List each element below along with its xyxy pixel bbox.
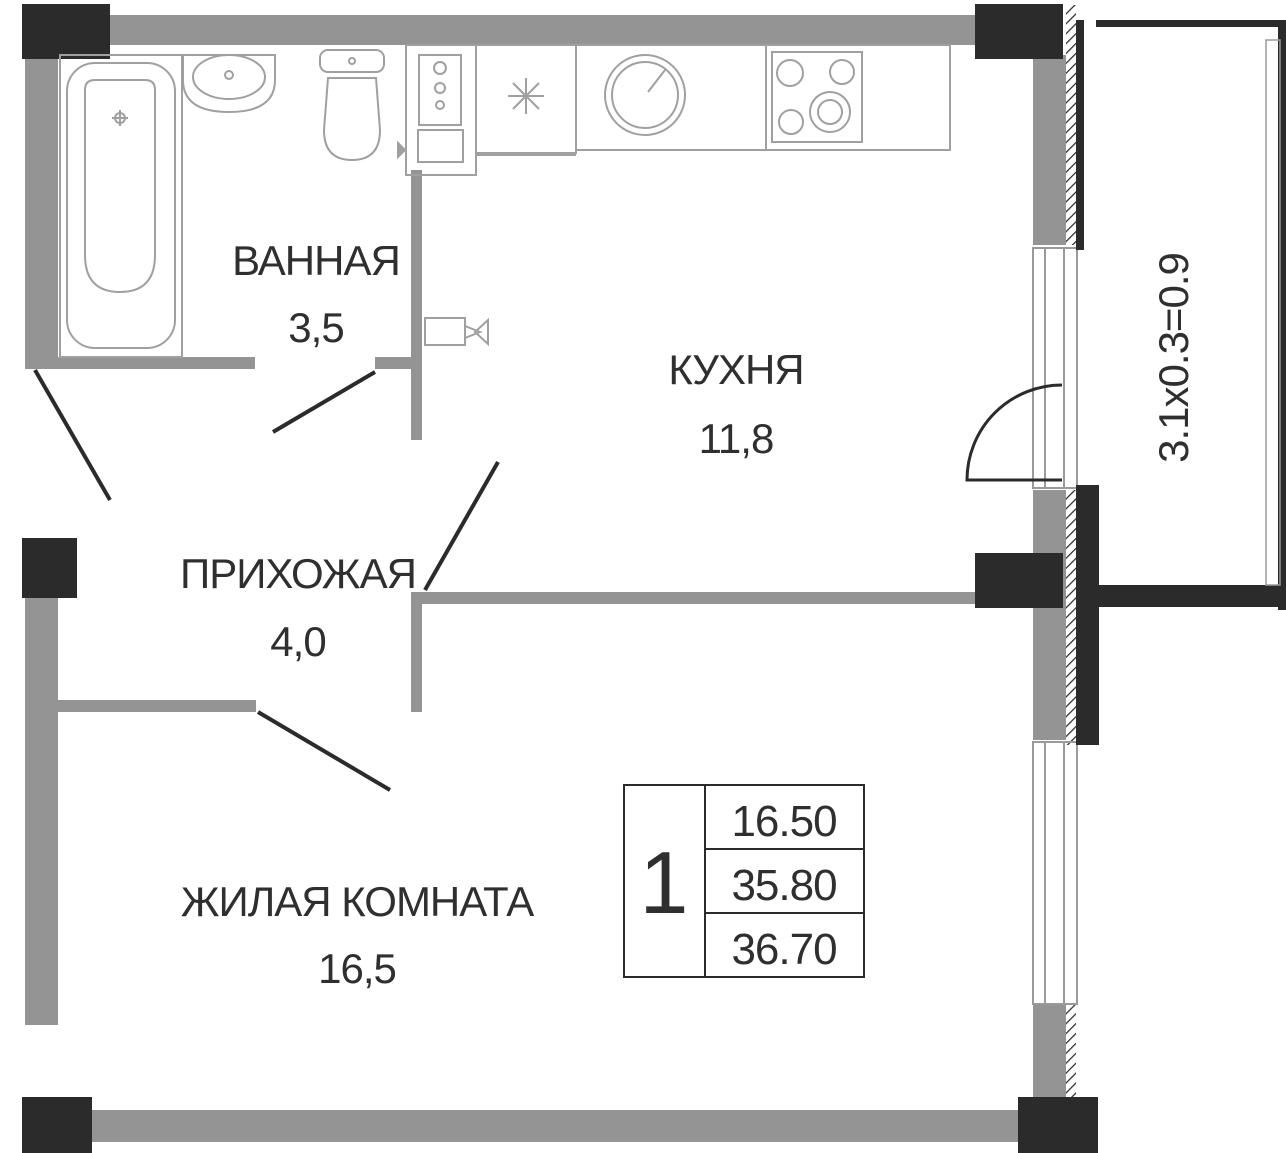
toilet-icon: [319, 49, 385, 162]
living-window: [1032, 741, 1078, 1005]
kitchen-area: 11,8: [699, 415, 774, 462]
columns: [22, 4, 1098, 1153]
room-labels: ВАННАЯ 3,5 КУХНЯ 11,8 ПРИХОЖАЯ 4,0 ЖИЛАЯ…: [180, 237, 1197, 992]
kitchen-window: [1032, 247, 1078, 489]
left-wall-lower: [25, 595, 58, 1025]
washing-machine-icon: [575, 44, 767, 151]
bathroom-area: 3,5: [288, 304, 343, 351]
bathtub-icon: [59, 54, 183, 358]
hall-wall-vertical: [411, 592, 422, 712]
outer-walls: [25, 15, 1066, 1142]
insulation-hatch: [1066, 5, 1076, 1125]
total-area-value: 35.80: [731, 861, 836, 910]
hallway-name: ПРИХОЖАЯ: [180, 550, 416, 597]
boiler-icon: [397, 44, 477, 176]
living-area-value: 16.50: [731, 797, 836, 846]
windows: [1032, 247, 1078, 1005]
bathroom-name: ВАННАЯ: [232, 237, 400, 284]
hallway-area: 4,0: [270, 618, 325, 665]
balcony: [1076, 20, 1286, 745]
right-wall-mid: [1033, 490, 1066, 740]
rooms-count: 1: [640, 833, 689, 932]
bath-wall-horizontal: [25, 357, 255, 369]
fridge-icon: [475, 44, 577, 156]
balcony-door-swing: [965, 383, 1063, 482]
total-with-balcony-value: 36.70: [731, 925, 836, 974]
kitchen-name: КУХНЯ: [668, 346, 803, 393]
fixtures: [59, 44, 951, 358]
bottom-wall: [90, 1110, 1020, 1142]
right-wall-bottom: [1033, 1005, 1066, 1115]
bathroom-door: [271, 370, 377, 434]
wall-outlet-icon: [424, 317, 489, 347]
bath-wall-vertical: [411, 170, 422, 440]
hall-living-wall: [58, 700, 256, 712]
bath-wall-stub: [375, 357, 420, 369]
sink-icon: [182, 54, 276, 114]
top-wall: [105, 15, 975, 45]
right-wall-top: [1033, 55, 1066, 245]
living-area: 16,5: [318, 945, 396, 992]
kitchen-living-wall: [411, 592, 976, 604]
living-name: ЖИЛАЯ КОМНАТА: [181, 878, 535, 925]
doors: [33, 369, 500, 792]
partitions: [25, 170, 976, 712]
kitchen-door: [423, 461, 500, 591]
stove-icon: [765, 44, 951, 151]
balcony-label: 3.1x0.3=0.9: [1150, 253, 1197, 463]
living-door: [256, 710, 392, 792]
entry-door: [33, 369, 112, 501]
area-summary-table: 1 16.50 35.80 36.70: [623, 784, 865, 978]
left-wall-upper: [25, 55, 58, 365]
